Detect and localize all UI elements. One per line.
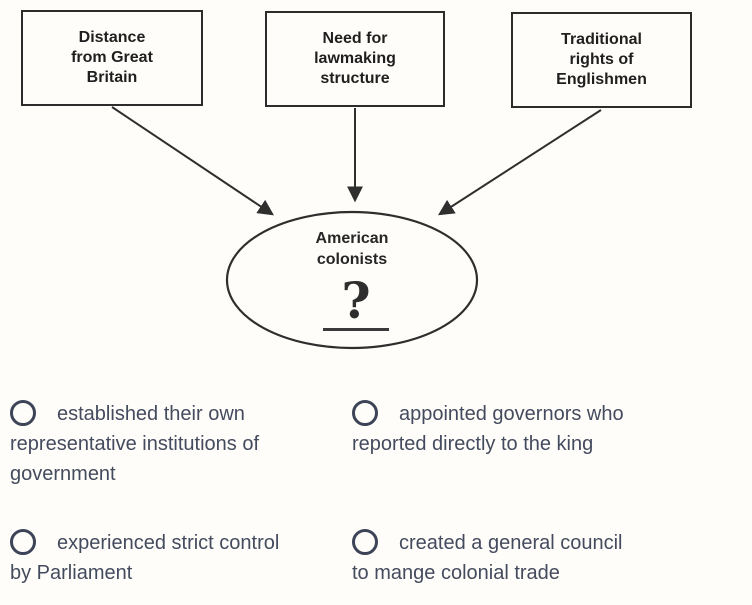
option-c[interactable]: experienced strict control by Parliament [10, 528, 340, 588]
cause-effect-diagram: Distance from Great Britain Need for law… [21, 10, 692, 350]
question-mark-blank: ? [306, 276, 406, 331]
diagram-connectors [111, 106, 602, 350]
option-d[interactable]: created a general council to mange colon… [352, 528, 682, 588]
option-b[interactable]: appointed governors who reported directl… [352, 399, 682, 489]
answer-options: established their own representative ins… [10, 399, 744, 588]
option-d-label: created a general council to mange colon… [352, 532, 623, 584]
cause-box-rights: Traditional rights of Englishmen [511, 12, 692, 108]
cause-box-distance: Distance from Great Britain [21, 10, 203, 106]
radio-option-d[interactable] [352, 529, 378, 555]
option-c-label: experienced strict control by Parliament [10, 532, 280, 584]
option-a[interactable]: established their own representative ins… [10, 399, 340, 489]
radio-option-a[interactable] [10, 400, 36, 426]
arrow-left-icon [111, 106, 274, 216]
radio-option-b[interactable] [352, 400, 378, 426]
option-b-label: appointed governors who reported directl… [352, 403, 624, 455]
cause-box-lawmaking: Need for lawmaking structure [265, 11, 445, 107]
effect-label: American colonists [315, 230, 389, 268]
arrow-right-icon [437, 109, 602, 216]
question-mark: ? [323, 276, 389, 331]
radio-option-c[interactable] [10, 529, 36, 555]
effect-ellipse [225, 210, 479, 350]
option-a-label: established their own representative ins… [10, 403, 260, 485]
